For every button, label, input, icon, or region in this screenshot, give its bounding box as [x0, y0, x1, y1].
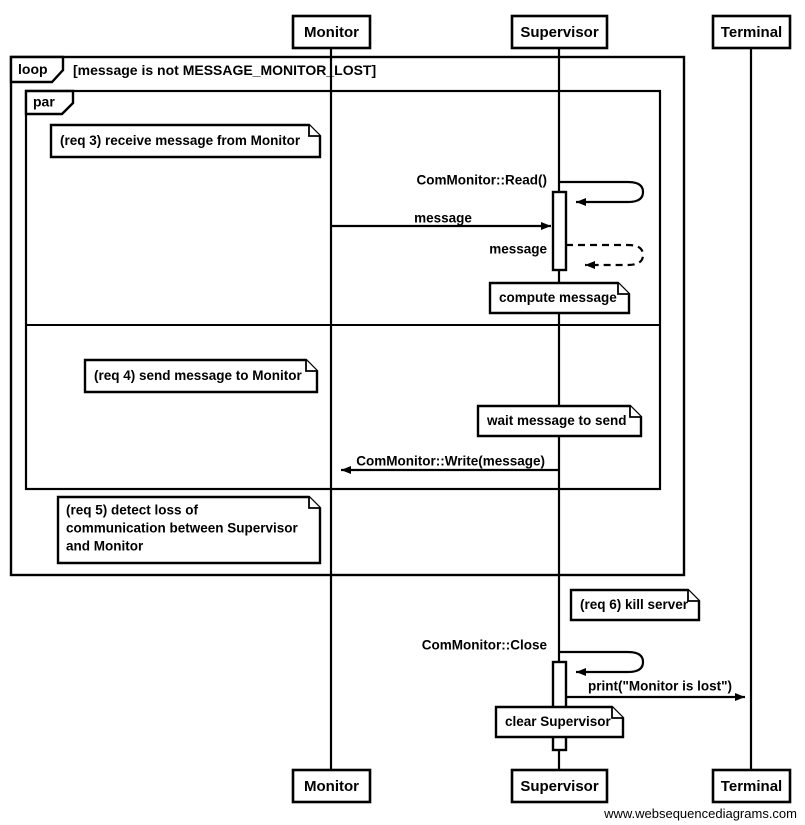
- note-compute-message: compute message: [488, 281, 631, 315]
- participant-terminal-bottom-box[interactable]: [711, 768, 792, 804]
- note-compute-message-box: [488, 281, 631, 315]
- watermark-link[interactable]: www.websequencediagrams.com: [603, 806, 797, 821]
- message-print-monitor-lost-label: print("Monitor is lost"): [588, 679, 732, 694]
- message-message-return-label: message: [489, 242, 547, 257]
- note-req5-fold: [308, 497, 320, 509]
- note-req6-fold: [687, 590, 699, 602]
- fragment-par-frame: [24, 89, 662, 491]
- participant-terminal-bottom[interactable]: Terminal: [711, 768, 792, 804]
- participant-terminal-top-box[interactable]: [711, 14, 792, 50]
- note-req5-line-1: communication between Supervisor: [66, 521, 299, 536]
- note-req3-line-0: (req 3) receive message from Monitor: [60, 133, 301, 148]
- note-compute-message-line-0: compute message: [499, 290, 617, 305]
- note-wait-message: wait message to send: [476, 404, 643, 438]
- message-com-monitor-close: ComMonitor::Close: [422, 638, 645, 676]
- note-req6-line-0: (req 6) kill server: [580, 597, 689, 612]
- participant-monitor-top-box[interactable]: [291, 14, 372, 50]
- participant-monitor-bottom[interactable]: Monitor: [291, 768, 372, 804]
- note-clear-supervisor-box: [494, 705, 625, 739]
- message-message-in: message: [331, 211, 551, 230]
- note-req5-line-0: (req 5) detect loss of: [66, 503, 199, 518]
- message-com-monitor-write-label: ComMonitor::Write(message): [356, 454, 545, 469]
- note-req4-box: [83, 358, 319, 394]
- participant-monitor-bottom-box[interactable]: [291, 768, 372, 804]
- fragment-loop-tab: [9, 55, 65, 84]
- note-req6-box: [569, 588, 701, 622]
- note-wait-message-fold: [629, 406, 641, 418]
- participant-supervisor-bottom-box[interactable]: [510, 768, 609, 804]
- participant-monitor-bottom-label: Monitor: [304, 778, 359, 795]
- participant-monitor-top[interactable]: Monitor: [291, 14, 372, 50]
- note-req4: (req 4) send message to Monitor: [83, 358, 319, 394]
- note-req3-fold: [308, 125, 320, 137]
- message-com-monitor-read-label: ComMonitor::Read(): [417, 173, 547, 188]
- participant-supervisor-top[interactable]: Supervisor: [510, 14, 609, 50]
- fragment-loop-label: loop: [18, 61, 48, 77]
- participant-supervisor-bottom-label: Supervisor: [520, 778, 599, 795]
- message-com-monitor-close-label: ComMonitor::Close: [422, 638, 548, 653]
- note-wait-message-box: [476, 404, 643, 438]
- fragment-loop-condition: [message is not MESSAGE_MONITOR_LOST]: [73, 62, 376, 78]
- participant-terminal-top[interactable]: Terminal: [711, 14, 792, 50]
- fragment-par-tab: [24, 89, 75, 116]
- note-wait-message-line-0: wait message to send: [486, 413, 627, 428]
- fragment-par-label: par: [33, 94, 55, 110]
- participant-monitor-top-label: Monitor: [304, 24, 359, 41]
- message-message-return: message: [489, 242, 645, 269]
- note-req5: (req 5) detect loss of communication bet…: [56, 495, 322, 565]
- fragment-loop: loop [message is not MESSAGE_MONITOR_LOS…: [9, 55, 686, 577]
- note-req3: (req 3) receive message from Monitor: [49, 123, 322, 159]
- note-clear-supervisor-fold: [611, 707, 623, 719]
- note-clear-supervisor: clear Supervisor: [494, 705, 625, 739]
- participant-supervisor-top-box[interactable]: [510, 14, 609, 50]
- note-req4-line-0: (req 4) send message to Monitor: [94, 368, 303, 383]
- participant-terminal-top-label: Terminal: [721, 24, 782, 41]
- activation-bar-read: [551, 190, 568, 272]
- fragment-par: par: [24, 89, 662, 491]
- participant-terminal-bottom-label: Terminal: [721, 778, 782, 795]
- note-req5-box: [56, 495, 322, 565]
- fragment-loop-frame: [9, 55, 686, 577]
- message-com-monitor-read-line: [559, 180, 645, 206]
- note-req3-box: [49, 123, 322, 159]
- message-print-monitor-lost: print("Monitor is lost"): [566, 679, 745, 701]
- note-clear-supervisor-line-0: clear Supervisor: [505, 714, 612, 729]
- message-com-monitor-close-line: [559, 650, 645, 676]
- message-message-return-line: [566, 243, 645, 269]
- message-com-monitor-write: ComMonitor::Write(message): [341, 454, 559, 474]
- participant-supervisor-top-label: Supervisor: [520, 24, 599, 41]
- note-compute-message-fold: [617, 283, 629, 295]
- note-req5-line-2: and Monitor: [66, 539, 144, 554]
- message-com-monitor-read: ComMonitor::Read(): [417, 173, 645, 206]
- message-message-in-label: message: [414, 211, 472, 226]
- note-req4-fold: [305, 360, 317, 372]
- note-req6: (req 6) kill server: [569, 588, 701, 622]
- participant-supervisor-bottom[interactable]: Supervisor: [510, 768, 609, 804]
